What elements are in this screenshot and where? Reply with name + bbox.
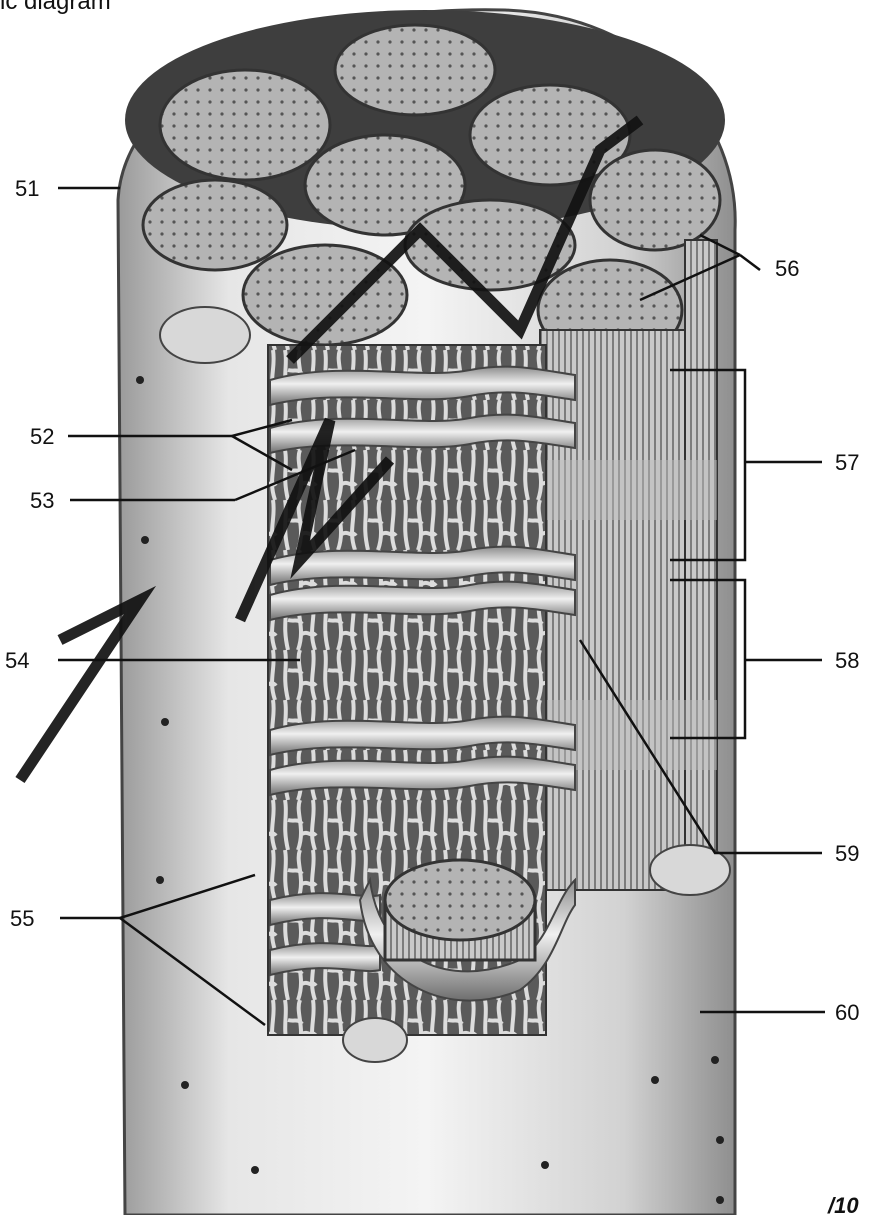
label-58: 58 <box>835 648 859 673</box>
label-57: 57 <box>835 450 859 475</box>
page-fragment: /10 <box>827 1193 859 1215</box>
label-51: 51 <box>15 176 39 201</box>
label-52: 52 <box>30 424 54 449</box>
label-55: 55 <box>10 906 34 931</box>
label-60: 60 <box>835 1000 859 1025</box>
label-54: 54 <box>5 648 29 673</box>
label-56: 56 <box>775 256 799 281</box>
label-53: 53 <box>30 488 54 513</box>
lower-myofibril <box>385 860 535 960</box>
label-59: 59 <box>835 841 859 866</box>
